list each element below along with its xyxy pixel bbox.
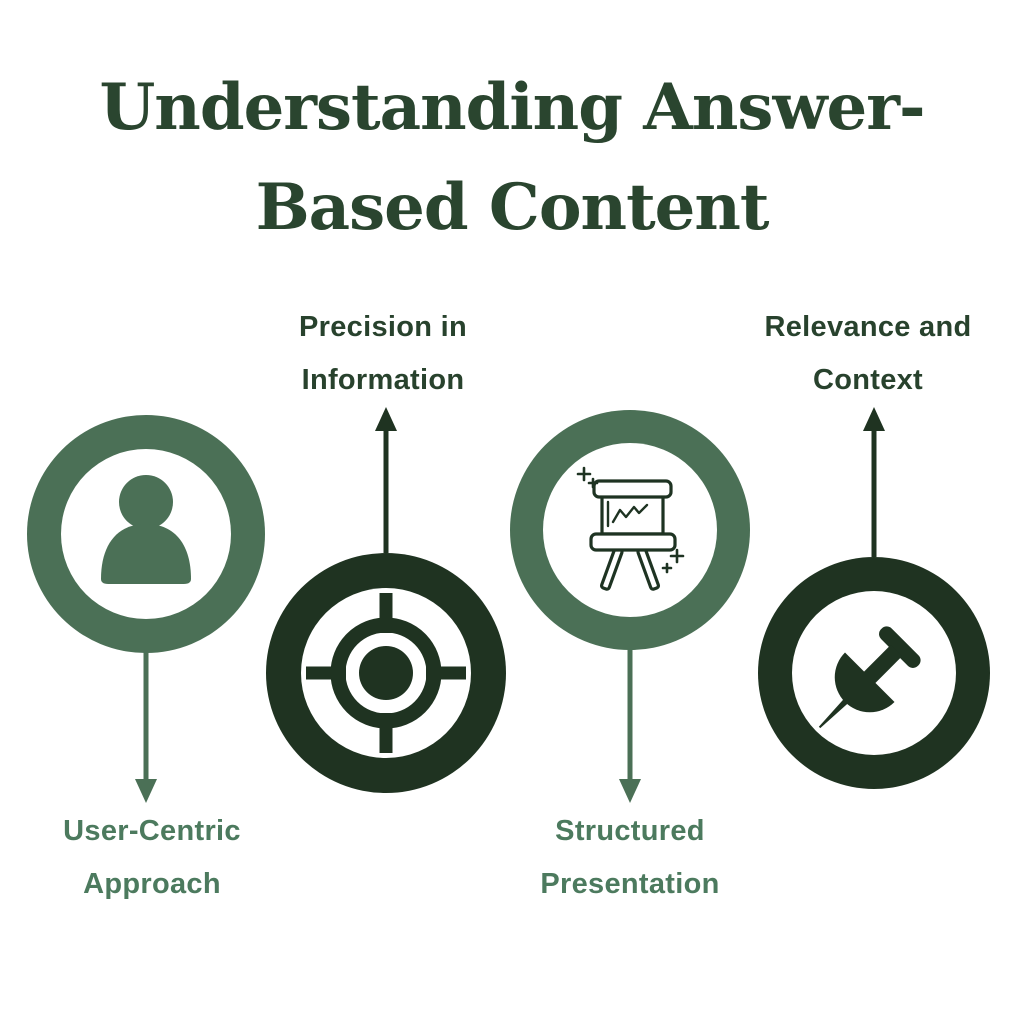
precision-arrow xyxy=(375,407,397,553)
label-precision-in-information: Precision in Information xyxy=(223,301,543,407)
label-line: Information xyxy=(301,364,465,396)
user-centric-circle xyxy=(27,415,265,653)
pushpin-icon xyxy=(818,626,921,729)
presentation-board-icon xyxy=(576,466,685,591)
label-user-centric-approach: User-Centric Approach xyxy=(0,805,312,911)
label-line: Presentation xyxy=(540,868,720,900)
relevance-circle xyxy=(758,557,990,789)
label-line: Relevance and xyxy=(764,311,972,343)
person-icon xyxy=(101,475,191,584)
target-icon xyxy=(306,593,466,753)
page-title-line-1: Understanding Answer- xyxy=(99,70,925,145)
structured-arrow xyxy=(619,649,641,803)
page-title-line-2: Based Content xyxy=(255,170,770,245)
label-line: Context xyxy=(812,364,924,396)
label-line: Structured xyxy=(555,815,705,847)
structured-circle xyxy=(510,410,750,650)
user-centric-arrow xyxy=(135,652,157,803)
precision-circle xyxy=(266,553,506,793)
label-line: Precision in xyxy=(299,311,467,343)
label-structured-presentation: Structured Presentation xyxy=(470,805,790,911)
label-relevance-and-context: Relevance and Context xyxy=(708,301,1024,407)
label-line: Approach xyxy=(83,868,221,900)
sparkle-plus-icons xyxy=(576,466,685,574)
page-title: Understanding Answer- Based Content xyxy=(0,58,1024,258)
label-line: User-Centric xyxy=(63,815,241,847)
relevance-arrow xyxy=(863,407,885,557)
